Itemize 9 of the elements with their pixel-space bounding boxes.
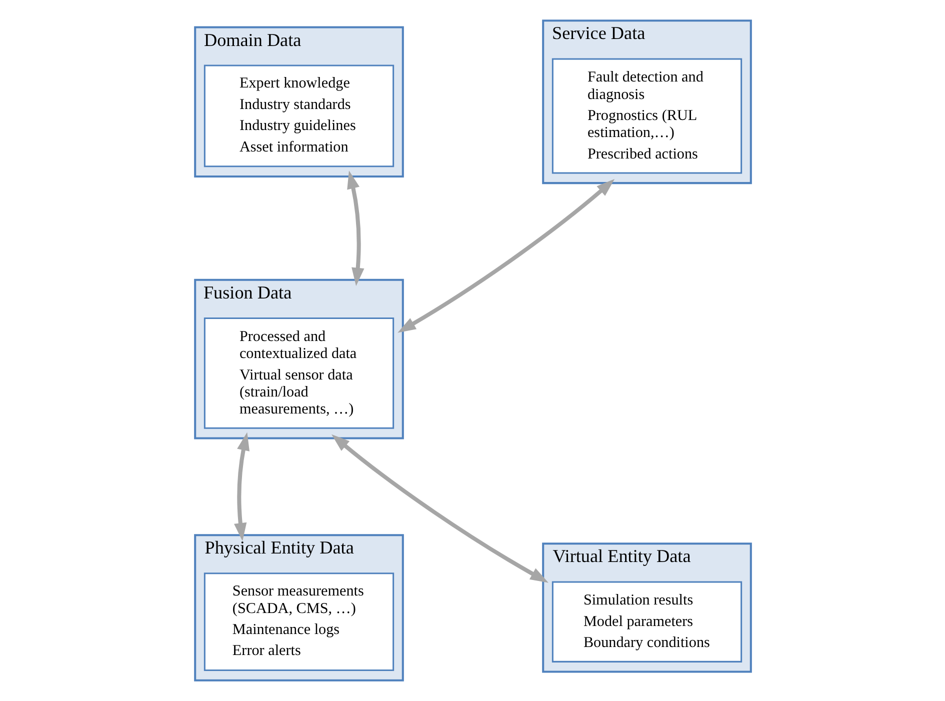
node-box: Sensor measurements (SCADA, CMS, …) Maintenance logs Error alerts: [203, 572, 394, 672]
arrow: [234, 432, 250, 542]
arrow: [346, 170, 364, 286]
node-box: Expert knowledge Industry standards Industry guidelines Asset information: [203, 64, 394, 168]
node-box: Processed and contextualized data Virtual sensor data (strain/load measurements, …): [203, 317, 394, 429]
arrow: [331, 434, 548, 583]
arrow: [397, 179, 614, 333]
node-box: Simulation results Model parameters Boundary conditions: [551, 581, 742, 662]
node-box: Fault detection and diagnosis Prognostics (RUL estimation,…) Prescribed actions: [551, 58, 742, 174]
